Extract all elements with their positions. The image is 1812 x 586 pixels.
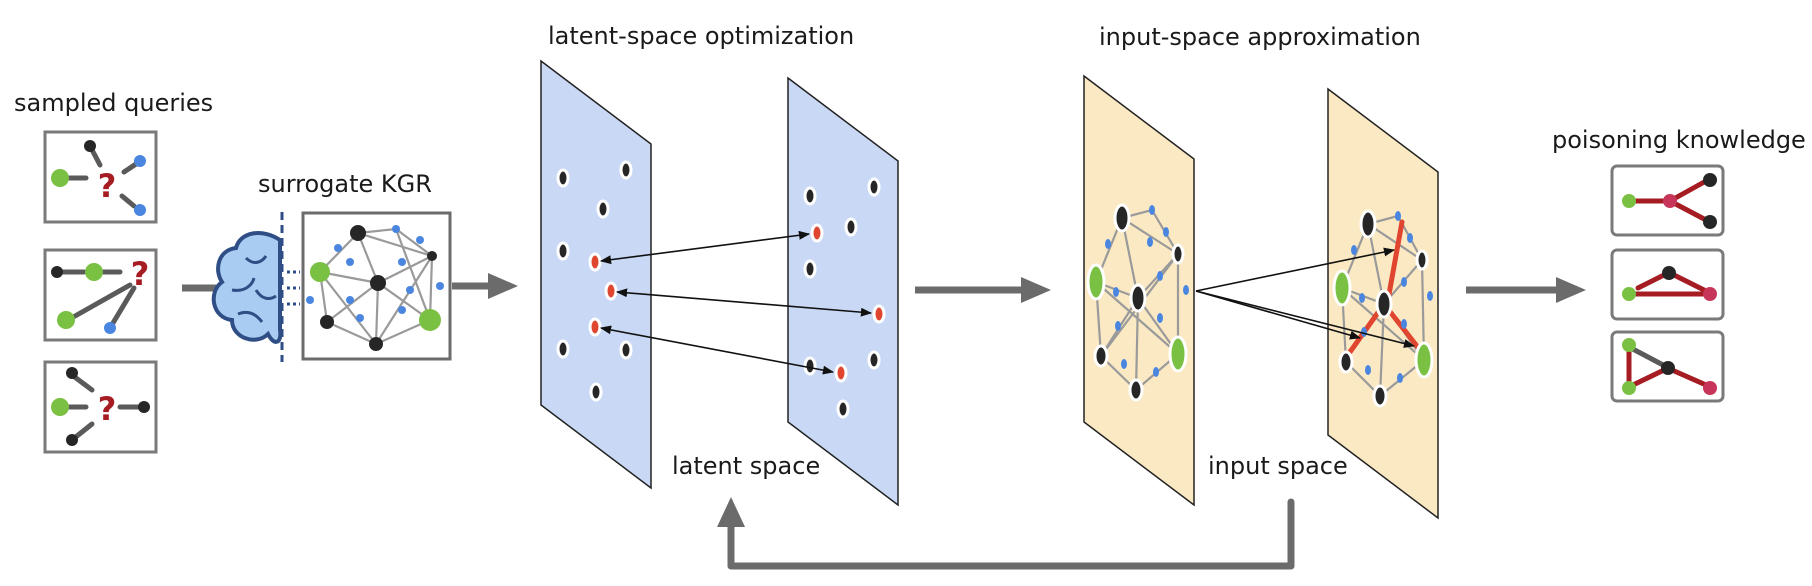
latent-plane-2: [787, 76, 899, 507]
arrow-to-poisoning: [1466, 277, 1586, 303]
poisoning-box-1: [1610, 164, 1725, 237]
poisoning-knowledge-title: poisoning knowledge: [1552, 126, 1806, 154]
surrogate-kgr-title: surrogate KGR: [258, 170, 432, 198]
input-space-label: input space: [1208, 452, 1348, 480]
query-mark-3: ?: [98, 390, 117, 428]
input-graph-1: [1086, 203, 1189, 402]
surrogate-kgr-box: [301, 211, 452, 361]
latent-space-label: latent space: [672, 452, 820, 480]
input-graph-2: [1332, 209, 1434, 408]
latent-mapping-arrows: [599, 230, 873, 375]
brain-icon: [211, 212, 300, 362]
poisoning-box-3: [1610, 330, 1725, 403]
input-approximation-title: input-space approximation: [1099, 23, 1421, 51]
input-mapping-arrows: [1195, 247, 1416, 348]
query-box-1: ?: [43, 130, 158, 224]
query-box-3: ?: [43, 360, 158, 454]
feedback-loop-arrow: [717, 497, 1295, 570]
query-box-2: ?: [43, 248, 158, 342]
poisoning-box-2: [1610, 248, 1725, 321]
latent-optimization-title: latent-space optimization: [548, 22, 854, 50]
arrow-to-latent: [452, 273, 518, 299]
latent-plane-1: [540, 59, 652, 490]
arrow-to-input: [915, 277, 1051, 303]
query-mark-1: ?: [98, 167, 117, 205]
query-mark-2: ?: [131, 255, 150, 293]
sampled-queries-title: sampled queries: [14, 89, 213, 117]
